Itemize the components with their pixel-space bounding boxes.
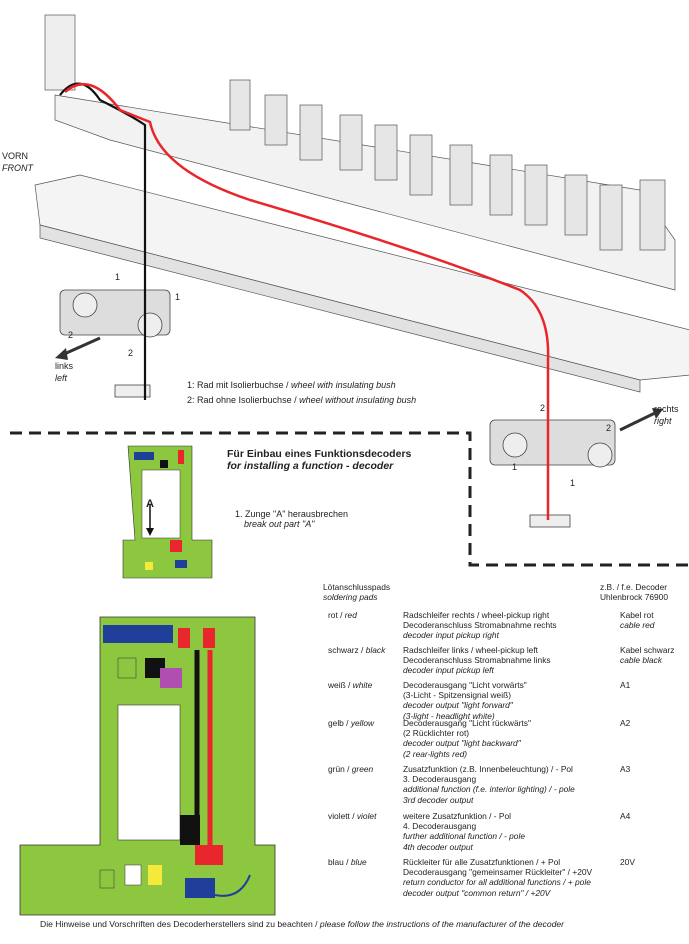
description-line: decoder output "light forward"	[403, 700, 513, 711]
right-label-de: rechts	[654, 404, 679, 414]
pad-color: grün / green	[328, 764, 374, 774]
description-line: (3-Licht - Spitzensignal weiß)	[403, 690, 511, 701]
arrow-left-icon	[61, 336, 101, 357]
description-line: additional function (f.e. interior light…	[403, 784, 575, 795]
pad-color: schwarz / black	[328, 645, 386, 655]
description-line: (3-light - headlight white)	[403, 710, 495, 721]
pad-description: Zusatzfunktion (z.B. Innenbeleuchtung) /…	[403, 764, 575, 805]
description-line: Decoderausgang "Licht vorwärts"	[403, 680, 527, 690]
description-line: return conductor for all additional func…	[403, 877, 591, 888]
pad-color: violett / violet	[328, 811, 377, 821]
description-line: Radschleifer links / wheel-pickup left	[403, 645, 538, 655]
part-a-label: A	[146, 498, 154, 510]
decoder-output: 20V	[620, 857, 635, 867]
bogie-left	[59, 289, 171, 398]
wheel-number: 1	[115, 272, 121, 282]
description-line: (2 Rücklichter rot)	[403, 728, 470, 739]
front-label-de: VORN	[2, 151, 29, 161]
wheel-number: 2	[606, 423, 612, 433]
decoder-output: A4	[620, 811, 631, 821]
description-line: Rückleiter für alle Zusatzfunktionen / +…	[403, 857, 561, 867]
pcb-small	[122, 445, 213, 579]
description-line: decoder output "light backward"	[403, 738, 521, 749]
dashed-separator	[10, 431, 689, 567]
decoder-output: A1	[620, 680, 631, 690]
pcb-large	[19, 616, 276, 916]
pad-description: Decoderausgang "Licht vorwärts"(3-Licht …	[403, 680, 527, 721]
description-line: 3rd decoder output	[403, 794, 474, 805]
description-line: decoder output "common return" / +20V	[403, 887, 551, 898]
description-line: Decoderausgang "Licht rückwärts"	[403, 718, 531, 728]
decoder-model: Uhlenbrock 76900	[600, 592, 668, 602]
step-de: 1. Zunge "A" herausbrechen	[235, 509, 348, 519]
interior-insert	[44, 14, 676, 291]
section-title-de: Für Einbau eines Funktionsdecoders	[227, 448, 412, 460]
description-line: Decoderanschluss Stromabnahme rechts	[403, 620, 557, 631]
pad-color: blau / blue	[328, 857, 367, 867]
pads-header-de: Lötanschlusspads	[323, 582, 391, 592]
wheel-number: 1	[512, 462, 518, 472]
description-line: Decoderanschluss Stromabnahme links	[403, 655, 551, 666]
description-line: Radschleifer rechts / wheel-pickup right	[403, 610, 550, 620]
pad-color: weiß / white	[328, 680, 373, 690]
description-line: weitere Zusatzfunktion / - Pol	[403, 811, 511, 821]
wheel-number: 2	[540, 403, 546, 413]
step-en: break out part "A"	[244, 519, 315, 529]
legend-2: 2: Rad ohne Isolierbuchse / wheel withou…	[187, 395, 417, 405]
left-label-en: left	[55, 373, 68, 383]
left-label-de: links	[55, 361, 74, 371]
bogie-right	[489, 419, 616, 528]
description-line: 4th decoder output	[403, 841, 473, 852]
pad-description: Rückleiter für alle Zusatzfunktionen / +…	[403, 857, 592, 898]
decoder-header: z.B. / f.e. Decoder	[600, 582, 668, 592]
wheel-number: 1	[175, 292, 181, 302]
decoder-output: A2	[620, 718, 631, 728]
pad-color: rot / red	[328, 610, 357, 620]
section-title-en: for installing a function - decoder	[227, 460, 394, 472]
wire-black	[59, 82, 147, 400]
legend-1: 1: Rad mit Isolierbuchse / wheel with in…	[187, 380, 396, 390]
pads-header-en: soldering pads	[323, 592, 378, 602]
description-line: Decoderausgang "gemeinsamer Rückleiter" …	[403, 867, 593, 878]
decoder-output: A3	[620, 764, 631, 774]
description-line: Zusatzfunktion (z.B. Innenbeleuchtung) /…	[403, 764, 573, 774]
description-line: decoder input pickup right	[403, 630, 499, 641]
wire-red	[64, 82, 550, 520]
wheel-number: 2	[68, 330, 74, 340]
description-line: 3. Decoderausgang	[403, 774, 477, 785]
wheel-number: 2	[128, 348, 134, 358]
pad-color: gelb / yellow	[328, 718, 375, 728]
pad-description: Decoderausgang "Licht rückwärts"(2 Rückl…	[403, 718, 531, 759]
description-line: (2 rear-lights red)	[403, 748, 468, 759]
chassis-frame	[34, 174, 689, 393]
description-line: 4. Decoderausgang	[403, 821, 477, 832]
pad-description: Radschleifer rechts / wheel-pickup right…	[403, 610, 557, 641]
description-line: decoder input pickup left	[403, 665, 494, 676]
front-label-en: FRONT	[2, 163, 33, 173]
wheel-number: 1	[570, 478, 576, 488]
footer-note: Die Hinweise und Vorschriften des Decode…	[40, 919, 565, 929]
right-label-en: right	[654, 416, 672, 426]
description-line: further additional function / - pole	[403, 831, 525, 842]
